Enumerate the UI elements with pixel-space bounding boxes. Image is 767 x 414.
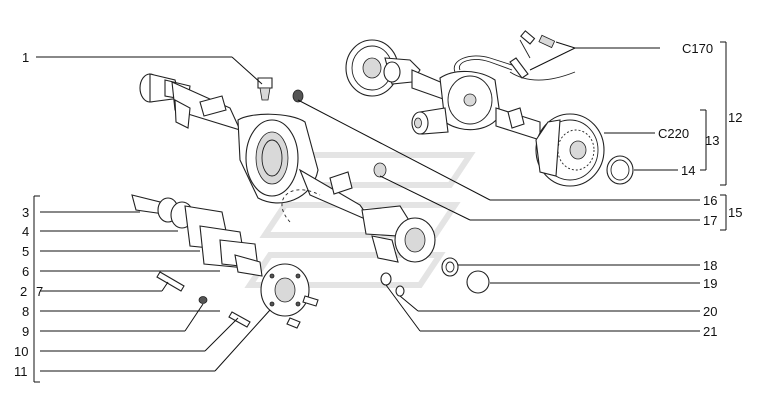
callout-21: 21 (703, 324, 717, 339)
callout-3: 3 (22, 205, 29, 220)
callout-4: 4 (22, 224, 29, 239)
callout-17: 17 (703, 213, 717, 228)
callout-labels: 1 2 3 4 5 6 7 8 9 10 11 12 13 14 15 16 1… (14, 41, 742, 379)
callout-16: 16 (703, 193, 717, 208)
callout-18: 18 (703, 258, 717, 273)
callout-12: 12 (728, 110, 742, 125)
callout-c170: C170 (682, 41, 713, 56)
callout-14: 14 (681, 163, 695, 178)
callout-7: 7 (36, 284, 43, 299)
callout-c220: C220 (658, 126, 689, 141)
leader-lines (33, 41, 727, 383)
axle-housing-illustration (139, 73, 490, 297)
callout-20: 20 (703, 304, 717, 319)
callout-5: 5 (22, 244, 29, 259)
callout-2: 2 (20, 284, 27, 299)
callout-13: 13 (705, 133, 719, 148)
callout-11: 11 (14, 364, 28, 379)
pinion-flange-illustration (131, 194, 319, 329)
callout-1: 1 (22, 50, 29, 65)
callout-9: 9 (22, 324, 29, 339)
callout-19: 19 (703, 276, 717, 291)
callout-8: 8 (22, 304, 29, 319)
callout-10: 10 (14, 344, 28, 359)
assembled-axle-illustration (345, 30, 634, 187)
callout-6: 6 (22, 264, 29, 279)
callout-15: 15 (728, 205, 742, 220)
